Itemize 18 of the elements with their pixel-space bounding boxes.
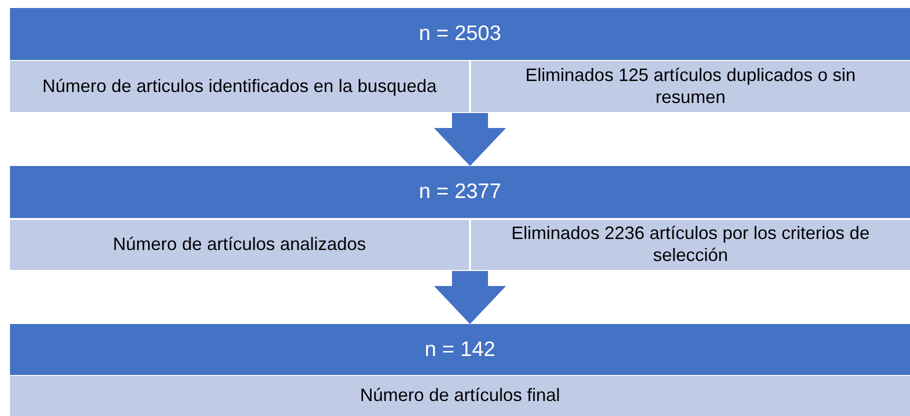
count-bar [10,166,910,218]
step-box [10,376,910,416]
count-label: n = 2377 [418,180,502,204]
block-arrow [434,271,506,324]
count-label: n = 2503 [418,22,502,46]
step-text: Eliminados 125 artículos duplicados o sin resumen [524,64,857,108]
step-text: Número de artículos final [360,385,560,407]
count-bar [10,8,910,60]
step-box [471,61,910,112]
step-box [10,61,469,112]
step-text: Número de articulos identificados en la busqueda [42,76,437,98]
count-bar [10,324,910,375]
step-box [10,220,469,270]
step-text: Eliminados 2236 artículos por los criterios de selección [510,223,871,267]
block-arrow [434,113,506,166]
step-box [471,220,910,270]
count-label: n = 142 [424,338,496,362]
step-text: Número de artículos analizados [112,234,366,256]
